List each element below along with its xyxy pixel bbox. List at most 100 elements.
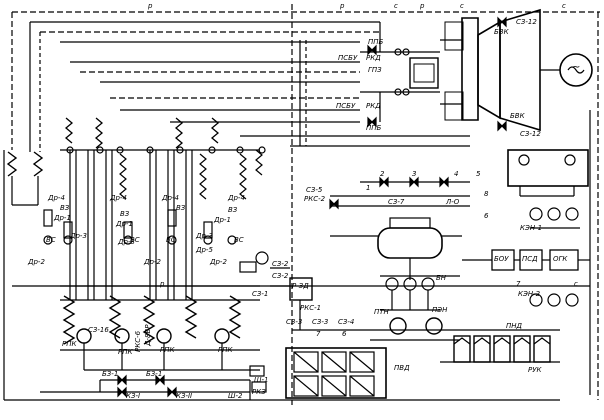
label-rkz: РКЗ <box>252 388 266 396</box>
misc-valves <box>329 16 507 210</box>
label-rpk-4: РПК <box>218 346 233 354</box>
condensate-pumps-1 <box>529 207 580 229</box>
circulation-pumps <box>76 328 260 371</box>
label-sz2a: СЗ-2 <box>272 260 289 268</box>
boiler-panels <box>60 117 260 351</box>
label-vs-d: ВС <box>234 236 244 244</box>
label-dr4-b: Др-4 <box>110 194 127 202</box>
separators <box>43 209 269 273</box>
label-psbu-bot: ПСБУ <box>336 102 356 110</box>
label-psbu-top: ПСБУ <box>338 54 358 62</box>
label-sh1: Ш-1 <box>254 376 269 384</box>
label-vz-c: ВЗ <box>176 204 186 212</box>
label-dr5: Др-5 <box>196 246 213 254</box>
label-n6b: 6 <box>342 330 347 338</box>
label-vz-d: ВЗ <box>228 206 238 214</box>
label-ruk: РУК <box>528 366 542 374</box>
bottom-lines <box>40 365 267 400</box>
label-gpz: ГПЗ <box>368 66 382 74</box>
turbine <box>444 8 593 132</box>
label-n5: 5 <box>476 170 481 178</box>
label-ppb-top: ППБ <box>368 38 384 46</box>
label-dr4-d: Др-4 <box>228 194 245 202</box>
label-d8vr: Д-8ВР <box>144 324 152 346</box>
label-ppb-bot: ППБ <box>366 124 382 132</box>
label-c3: с <box>562 2 566 10</box>
label-bvk-bot: БВК <box>510 112 525 120</box>
label-rks1: РКС-1 <box>300 304 322 312</box>
label-b31a: БЗ-1 <box>102 370 119 378</box>
label-rks2: РКС-2 <box>304 195 326 203</box>
label-sz12-top: СЗ-12 <box>516 18 537 26</box>
label-sz2b: СЗ-2 <box>272 272 289 280</box>
label-bou: БОУ <box>494 255 509 263</box>
label-n6: 6 <box>484 212 489 220</box>
label-rkd-top: РКД <box>366 54 381 62</box>
label-rpk-3: РПК <box>160 346 175 354</box>
label-ld: Л-О <box>446 198 460 206</box>
label-vs-a: ВС <box>46 236 56 244</box>
label-vz-a: ВЗ <box>60 204 70 212</box>
label-dr2-a: Др-2 <box>28 258 45 266</box>
label-sz1: СЗ-1 <box>252 290 269 298</box>
label-tilde: ~ <box>572 62 581 73</box>
label-n4: 4 <box>454 170 459 178</box>
label-bvk-top: БВК <box>494 28 509 36</box>
label-rpk-1: РПК <box>62 340 77 348</box>
superheater-coils <box>66 146 266 200</box>
label-sz3: СЗ-3 <box>286 318 303 326</box>
label-sz4: СЗ-4 <box>338 318 355 326</box>
label-dr1-a: Др-1 <box>54 214 71 222</box>
water-treatment <box>462 249 590 307</box>
label-b31b: БЗ-1 <box>146 370 163 378</box>
right-vertical-lines <box>3 4 599 405</box>
label-pen: ПЭН <box>432 306 448 314</box>
label-rkd-bot: РКД <box>366 102 381 110</box>
label-ogk: ОГК <box>553 255 568 263</box>
label-n7b: 7 <box>516 280 521 288</box>
label-n2: 2 <box>380 170 385 178</box>
label-ken1: КЭН-1 <box>520 224 543 232</box>
label-bn: БН <box>436 274 447 282</box>
label-c2: с <box>460 2 464 10</box>
label-rks-vert: РКС-6 <box>134 330 142 352</box>
label-p2: р <box>340 2 345 10</box>
label-kz2: КЗ-II <box>176 392 193 400</box>
label-dr1-b: Др-1 <box>116 220 133 228</box>
hp-heaters <box>285 347 387 399</box>
top-steam-lines <box>12 11 600 147</box>
label-n1: 1 <box>366 184 371 192</box>
center-aux-box <box>270 267 313 330</box>
label-sh2: Ш-2 <box>228 392 243 400</box>
label-n3: 3 <box>412 170 417 178</box>
label-ken2: КЭН-2 <box>518 290 541 298</box>
label-rpk-2: РПК <box>118 348 133 356</box>
label-dr3-a: Др-3 <box>70 232 87 240</box>
label-sz5: СЗ-5 <box>306 186 323 194</box>
left-coils <box>6 22 44 206</box>
label-c1: с <box>394 2 398 10</box>
label-psd: ПСД <box>522 255 538 263</box>
label-dr3-c: Др-3 <box>196 232 213 240</box>
booster-pumps <box>380 277 440 311</box>
label-vs-b: ВС <box>130 236 140 244</box>
label-n7: 7 <box>316 330 321 338</box>
lp-heaters <box>440 335 560 363</box>
label-dr1-c: Др-1 <box>214 216 231 224</box>
feed-pumps <box>370 317 460 341</box>
label-sz12-bot: СЗ-12 <box>520 130 541 138</box>
label-kz1: КЗ-I <box>126 392 141 400</box>
label-vz-b: ВЗ <box>120 210 130 218</box>
label-sz16: СЗ-16 <box>88 326 109 334</box>
main-steam-valves <box>360 39 462 105</box>
label-dr2-c: Др-2 <box>210 258 227 266</box>
label-p3: р <box>420 2 425 10</box>
label-pvd: ПВД <box>394 364 410 372</box>
deaerator <box>330 217 462 280</box>
label-n8: 8 <box>484 190 489 198</box>
label-dr4-a: Др-4 <box>48 194 65 202</box>
label-p4: р <box>160 280 165 288</box>
label-sz7: СЗ-7 <box>388 198 405 206</box>
label-rzd: Р-ЗД <box>292 282 309 290</box>
